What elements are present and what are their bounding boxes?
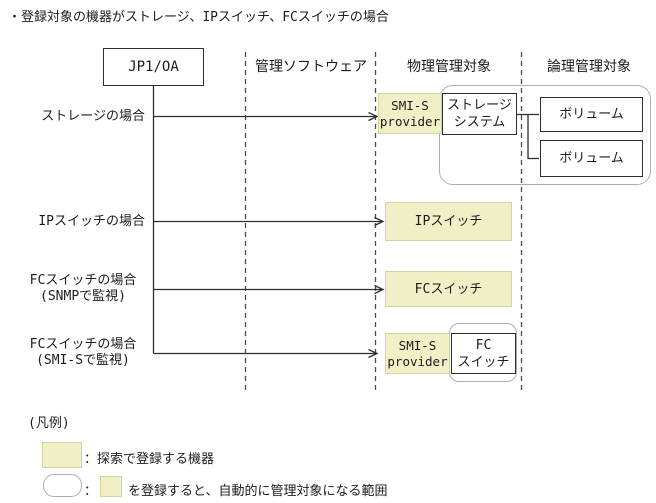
jp1oa-node: JP1/OA	[103, 48, 204, 86]
row-label-ip-switch: IPスイッチの場合	[38, 214, 145, 229]
legend-swatch-auto-managed-group	[43, 474, 82, 497]
fc-switch-box-snmp: FCスイッチ	[385, 271, 512, 307]
column-header-physical-targets: 物理管理対象	[407, 59, 491, 75]
row-label-fc-switch-smis: FCスイッチの場合 (SMI-Sで監視)	[18, 337, 148, 369]
smis-provider-box-storage: SMI-S provider	[378, 93, 442, 134]
column-header-logical-targets: 論理管理対象	[547, 59, 631, 75]
fc-switch-managed-box: FC スイッチ	[451, 333, 516, 374]
row-label-fc-snmp-line2: (SNMPで監視)	[40, 289, 126, 304]
storage-auto-managed-group	[439, 85, 651, 185]
legend-text-auto-managed: を登録すると、自動的に管理対象になる範囲	[128, 484, 388, 499]
legend-swatch-discovered-device	[42, 442, 82, 468]
legend-title: (凡例)	[28, 416, 70, 431]
volume-box-2: ボリューム	[540, 140, 643, 177]
volume-1-label: ボリューム	[559, 107, 624, 122]
storage-system-box: ストレージ システム	[442, 93, 517, 135]
smis-provider-fc-line1: SMI-S	[398, 337, 437, 353]
ip-switch-label: IPスイッチ	[414, 214, 483, 229]
row-label-fc-snmp-line1: FCスイッチの場合	[29, 273, 137, 288]
page-title: ・登録対象の機器がストレージ、IPスイッチ、FCスイッチの場合	[8, 10, 389, 25]
row-label-fc-smis-line2: (SMI-Sで監視)	[36, 353, 130, 368]
storage-system-line2: システム	[453, 115, 506, 130]
fc-switch-managed-line2: スイッチ	[457, 354, 510, 370]
smis-provider-storage-line2: provider	[379, 113, 441, 129]
jp1oa-label: JP1/OA	[128, 58, 179, 75]
fc-switch-managed-line1: FC	[475, 337, 492, 353]
row-label-storage: ストレージの場合	[41, 109, 145, 124]
smis-provider-storage-line1: SMI-S	[391, 97, 429, 113]
column-header-management-software: 管理ソフトウェア	[255, 59, 367, 75]
legend-swatch-auto-managed-inline	[100, 476, 122, 497]
smis-provider-fc-line2: provider	[387, 353, 448, 369]
volume-2-label: ボリューム	[559, 151, 624, 166]
storage-system-line1: ストレージ	[447, 98, 512, 113]
ip-switch-box: IPスイッチ	[385, 202, 512, 241]
row-label-fc-smis-line1: FCスイッチの場合	[29, 337, 137, 352]
row-label-fc-switch-snmp: FCスイッチの場合 (SNMPで監視)	[18, 273, 148, 305]
legend-colon-auto-managed: ：	[84, 484, 98, 499]
smis-provider-box-fc: SMI-S provider	[385, 333, 450, 374]
legend-text-discovered-device: ：探索で登録する機器	[84, 452, 215, 467]
fc-switch-snmp-label: FCスイッチ	[414, 281, 483, 297]
volume-box-1: ボリューム	[540, 97, 643, 132]
